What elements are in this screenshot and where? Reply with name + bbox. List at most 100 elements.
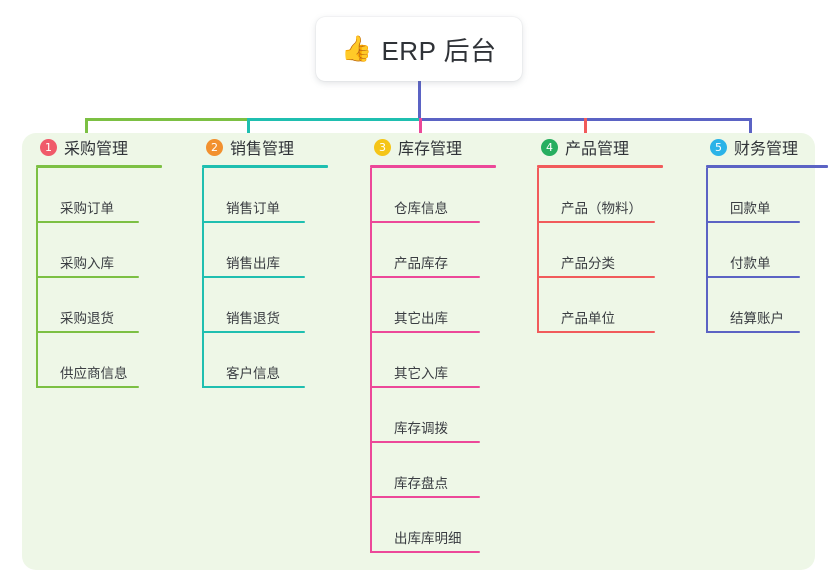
leaf-node-rule <box>537 276 655 278</box>
branch-number-badge: 1 <box>40 138 57 156</box>
branch-spine <box>706 168 708 333</box>
branch-title-sales: 销售管理 <box>230 141 295 158</box>
leaf-node-rule <box>370 221 480 223</box>
branch-title-product: 产品管理 <box>565 141 630 158</box>
branch-header-sales[interactable]: 2 销售管理 <box>202 133 332 161</box>
leaf-node-rule <box>370 496 480 498</box>
branch-column-product: 4 产品管理产品（物料） 产品分类产品单位 <box>537 133 667 333</box>
leaf-node-label: 库存调拨 <box>394 421 448 437</box>
branch-column-finance: 5 财务管理回款单付款单结算账户 <box>706 133 832 333</box>
leaf-node-label: 结算账户 <box>730 311 784 327</box>
leaf-node-rule <box>36 276 139 278</box>
leaf-node-rule <box>370 441 480 443</box>
leaf-node-label: 采购退货 <box>60 311 114 327</box>
branch-header-rule <box>537 165 663 168</box>
leaf-node[interactable]: 产品分类 <box>537 223 655 278</box>
leaf-node-label: 客户信息 <box>226 366 280 382</box>
root-node-title: ERP 后台 <box>381 35 497 66</box>
leaf-node[interactable]: 产品单位 <box>537 278 655 333</box>
leaf-node-rule <box>706 276 800 278</box>
leaf-node[interactable]: 销售出库 <box>202 223 305 278</box>
root-node-card[interactable]: 👍 ERP 后台 <box>316 17 522 81</box>
leaf-node[interactable]: 产品库存 <box>370 223 480 278</box>
connector-trunk <box>418 81 421 121</box>
leaf-node-rule <box>706 221 800 223</box>
leaf-node-rule <box>537 221 655 223</box>
branch-header-rule <box>36 165 162 168</box>
leaf-node-label: 销售出库 <box>226 256 280 272</box>
leaf-node[interactable]: 采购退货 <box>36 278 139 333</box>
leaf-node[interactable]: 其它出库 <box>370 278 480 333</box>
branch-header-purchasing[interactable]: 1 采购管理 <box>36 133 166 161</box>
branch-number-badge: 3 <box>374 138 391 156</box>
leaf-node-label: 出库库明细 <box>394 531 462 547</box>
leaf-node[interactable]: 出库库明细 <box>370 498 480 553</box>
leaf-node-label: 其它入库 <box>394 366 448 382</box>
branch-column-purchasing: 1 采购管理采购订单采购入库采购退货供应商信息 <box>36 133 166 388</box>
leaf-node-label: 采购订单 <box>60 201 114 217</box>
leaf-node-rule <box>370 551 480 553</box>
connector-bus-segment <box>247 118 422 121</box>
branch-title-purchasing: 采购管理 <box>64 141 129 158</box>
leaf-node-rule <box>202 276 305 278</box>
leaf-node[interactable]: 销售订单 <box>202 168 305 223</box>
leaf-node[interactable]: 供应商信息 <box>36 333 139 388</box>
leaf-node-label: 采购入库 <box>60 256 114 272</box>
leaf-node[interactable]: 回款单 <box>706 168 800 223</box>
branch-header-rule <box>706 165 828 168</box>
leaf-node-rule <box>370 276 480 278</box>
leaf-node-label: 产品单位 <box>561 311 615 327</box>
leaf-node-label: 销售订单 <box>226 201 280 217</box>
branch-spine <box>537 168 539 333</box>
leaf-node[interactable]: 库存调拨 <box>370 388 480 443</box>
leaf-node-rule <box>370 386 480 388</box>
connector-bus-segment <box>85 118 250 121</box>
leaf-node-rule <box>706 331 800 333</box>
leaf-node[interactable]: 仓库信息 <box>370 168 480 223</box>
leaf-node[interactable]: 客户信息 <box>202 333 305 388</box>
branch-header-rule <box>370 165 496 168</box>
leaf-node[interactable]: 产品（物料） <box>537 168 655 223</box>
leaf-node-rule <box>202 331 305 333</box>
branch-header-rule <box>202 165 328 168</box>
leaf-node-label: 产品库存 <box>394 256 448 272</box>
leaf-node-label: 仓库信息 <box>394 201 448 217</box>
leaf-node[interactable]: 结算账户 <box>706 278 800 333</box>
leaf-node-label: 供应商信息 <box>60 366 128 382</box>
leaf-node[interactable]: 采购入库 <box>36 223 139 278</box>
thumbs-up-emoji: 👍 <box>341 34 373 63</box>
leaf-node-rule <box>36 331 139 333</box>
leaf-node[interactable]: 付款单 <box>706 223 800 278</box>
leaf-node-label: 产品分类 <box>561 256 615 272</box>
branch-number-badge: 2 <box>206 138 223 156</box>
leaf-node-label: 付款单 <box>730 256 771 272</box>
leaf-node[interactable]: 其它入库 <box>370 333 480 388</box>
branch-column-sales: 2 销售管理销售订单销售出库销售退货客户信息 <box>202 133 332 388</box>
leaf-node-rule <box>537 331 655 333</box>
leaf-node-label: 销售退货 <box>226 311 280 327</box>
leaf-node-label: 其它出库 <box>394 311 448 327</box>
leaf-node-label: 回款单 <box>730 201 771 217</box>
leaf-node[interactable]: 采购订单 <box>36 168 139 223</box>
branch-spine <box>36 168 38 388</box>
leaf-node-rule <box>370 331 480 333</box>
leaf-node-rule <box>36 221 139 223</box>
branch-number-badge: 5 <box>710 138 727 156</box>
leaf-node-rule <box>202 386 305 388</box>
branch-items-inventory: 仓库信息产品库存其它出库其它入库库存调拨库存盘点出库库明细 <box>370 168 480 553</box>
branch-spine <box>370 168 372 553</box>
branch-header-finance[interactable]: 5 财务管理 <box>706 133 832 161</box>
branches-panel: 1 采购管理采购订单采购入库采购退货供应商信息 2 销售管理销售订单销售出库销售退货客… <box>22 133 828 570</box>
branch-title-finance: 财务管理 <box>734 141 799 158</box>
branch-spine <box>202 168 204 388</box>
leaf-node[interactable]: 销售退货 <box>202 278 305 333</box>
branch-header-product[interactable]: 4 产品管理 <box>537 133 667 161</box>
leaf-node-rule <box>202 221 305 223</box>
branch-number-badge: 4 <box>541 138 558 156</box>
branch-items-purchasing: 采购订单采购入库采购退货供应商信息 <box>36 168 139 388</box>
leaf-node[interactable]: 库存盘点 <box>370 443 480 498</box>
branch-items-product: 产品（物料） 产品分类产品单位 <box>537 168 655 333</box>
